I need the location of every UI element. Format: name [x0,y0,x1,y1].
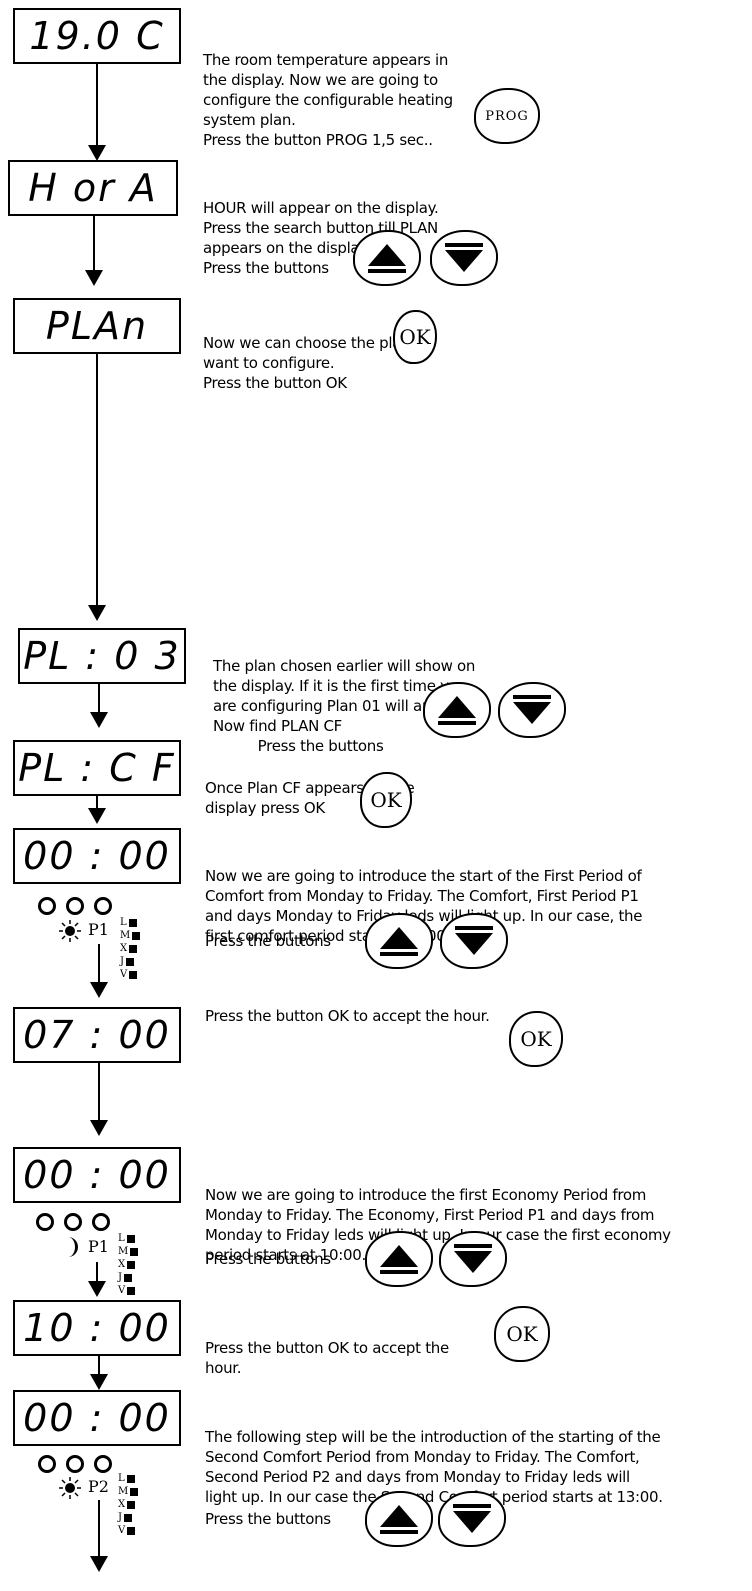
triangle-up-icon [380,1505,418,1534]
press-buttons-label: Press the buttons [205,1510,331,1528]
step-2-text: HOUR will appear on the display.Press th… [203,199,439,277]
led [66,1455,84,1473]
status-leds [38,897,112,915]
down-button[interactable] [439,1231,507,1287]
display-plan-03: PL : 0 3 [18,628,186,684]
display-time-comfort-1: 00 : 00 [13,828,181,884]
ok-button[interactable]: OK [509,1011,563,1067]
status-leds [36,1213,110,1231]
flow-arrow [90,1556,108,1572]
flow-line [98,1500,100,1558]
display-time-economy-1: 00 : 00 [13,1147,181,1203]
flow-line [96,1262,98,1282]
display-plan: PLAn [13,298,181,354]
flow-arrow [88,145,106,161]
down-button[interactable] [498,682,566,738]
flow-line [96,64,98,148]
triangle-down-icon [453,1504,491,1533]
flow-arrow [88,605,106,621]
display-time-0700: 07 : 00 [13,1007,181,1063]
flow-arrow [90,1374,108,1390]
flow-arrow [88,1281,106,1297]
led [92,1213,110,1231]
up-button[interactable] [365,913,433,969]
day-leds: L M X J V [118,1472,139,1537]
display-time-comfort-2: 00 : 00 [13,1390,181,1446]
led [94,897,112,915]
sun-icon [59,1477,81,1499]
flow-line [96,796,98,810]
led [38,897,56,915]
led [64,1213,82,1231]
flow-arrow [90,982,108,998]
flow-line [93,216,95,272]
step-10-text: The following step will be the introduct… [205,1428,663,1506]
status-leds [38,1455,112,1473]
flow-line [98,684,100,714]
period-label: P1 [88,920,109,939]
ok-button[interactable]: OK [494,1306,550,1362]
flow-arrow [90,1120,108,1136]
up-button[interactable] [365,1231,433,1287]
display-temperature: 19.0 C [13,8,181,64]
triangle-up-icon [380,927,418,956]
led [94,1455,112,1473]
led [36,1213,54,1231]
display-time-1000: 10 : 00 [13,1300,181,1356]
period-label: P1 [88,1237,109,1256]
flow-arrow [90,712,108,728]
flow-line [98,1356,100,1376]
sun-icon [59,920,81,942]
press-buttons-label: Press the buttons [205,1250,331,1268]
up-button[interactable] [423,682,491,738]
step-7-text: Press the button OK to accept the hour. [205,1007,490,1025]
step-6-text: Now we are going to introduce the start … [205,867,643,945]
display-hora: H or A [8,160,178,216]
ok-button[interactable]: OK [393,310,437,364]
triangle-up-icon [438,696,476,725]
triangle-up-icon [368,244,406,273]
triangle-down-icon [513,695,551,724]
display-plan-cf: PL : C F [13,740,181,796]
led [66,897,84,915]
flow-line [98,1063,100,1123]
triangle-down-icon [454,1244,492,1273]
period-label: P2 [88,1477,109,1496]
moon-icon [68,1237,78,1257]
down-button[interactable] [438,1491,506,1547]
day-leds: L M X J V [120,916,141,981]
up-button[interactable] [353,230,421,286]
day-leds: L M X J V [118,1232,139,1297]
prog-button[interactable]: PROG [474,88,540,144]
triangle-down-icon [455,926,493,955]
flow-line [96,354,98,608]
flow-arrow [88,808,106,824]
led [38,1455,56,1473]
triangle-down-icon [445,243,483,272]
flow-line [98,944,100,984]
ok-button[interactable]: OK [360,772,412,828]
triangle-up-icon [380,1245,418,1274]
down-button[interactable] [430,230,498,286]
press-buttons-label: Press the buttons [205,932,331,950]
step-8-text: Now we are going to introduce the first … [205,1186,671,1264]
up-button[interactable] [365,1491,433,1547]
flow-arrow [85,270,103,286]
down-button[interactable] [440,913,508,969]
